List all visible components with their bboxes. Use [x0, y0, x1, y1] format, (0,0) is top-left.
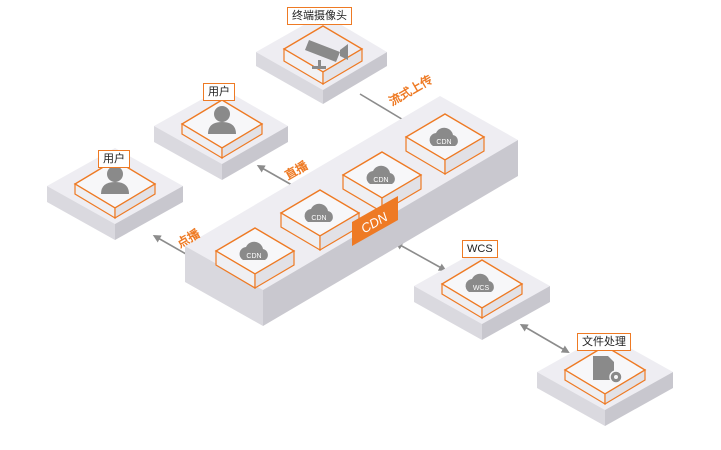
edge-label-stream-upload: 流式上传	[386, 72, 435, 109]
cloud-icon: CDN	[429, 127, 458, 146]
file-gear-icon	[593, 356, 623, 384]
cdn-node-4: CDN	[214, 227, 296, 290]
cloud-icon: CDN	[239, 241, 268, 260]
file-processing-node	[537, 334, 673, 426]
user-top-label: 用户	[203, 83, 235, 101]
cloud-icon: WCS	[465, 273, 494, 292]
svg-text:CDN: CDN	[436, 139, 451, 146]
svg-text:WCS: WCS	[473, 285, 490, 292]
svg-text:CDN: CDN	[311, 215, 326, 222]
edge-wcs-file	[519, 323, 570, 354]
svg-text:CDN: CDN	[373, 177, 388, 184]
user-icon	[208, 106, 236, 134]
svg-text:CDN: CDN	[246, 253, 261, 260]
user-top-node	[154, 88, 288, 180]
camera-label: 终端摄像头	[287, 7, 352, 25]
camera-node	[256, 14, 387, 104]
user-left-label: 用户	[98, 150, 130, 168]
user-icon	[101, 166, 129, 194]
user-left-node	[47, 148, 183, 240]
cdn-node-3: CDN	[279, 189, 361, 252]
edge-cdn-wcs	[394, 242, 447, 271]
cloud-icon: CDN	[366, 165, 395, 184]
camera-icon	[305, 40, 348, 69]
wcs-node: WCS	[414, 248, 550, 340]
cdn-node-1: CDN	[404, 113, 486, 176]
wcs-label: WCS	[462, 240, 498, 258]
cloud-icon: CDN	[304, 203, 333, 222]
file-processing-label: 文件处理	[577, 333, 631, 351]
cdn-node-2: CDN	[341, 151, 423, 214]
